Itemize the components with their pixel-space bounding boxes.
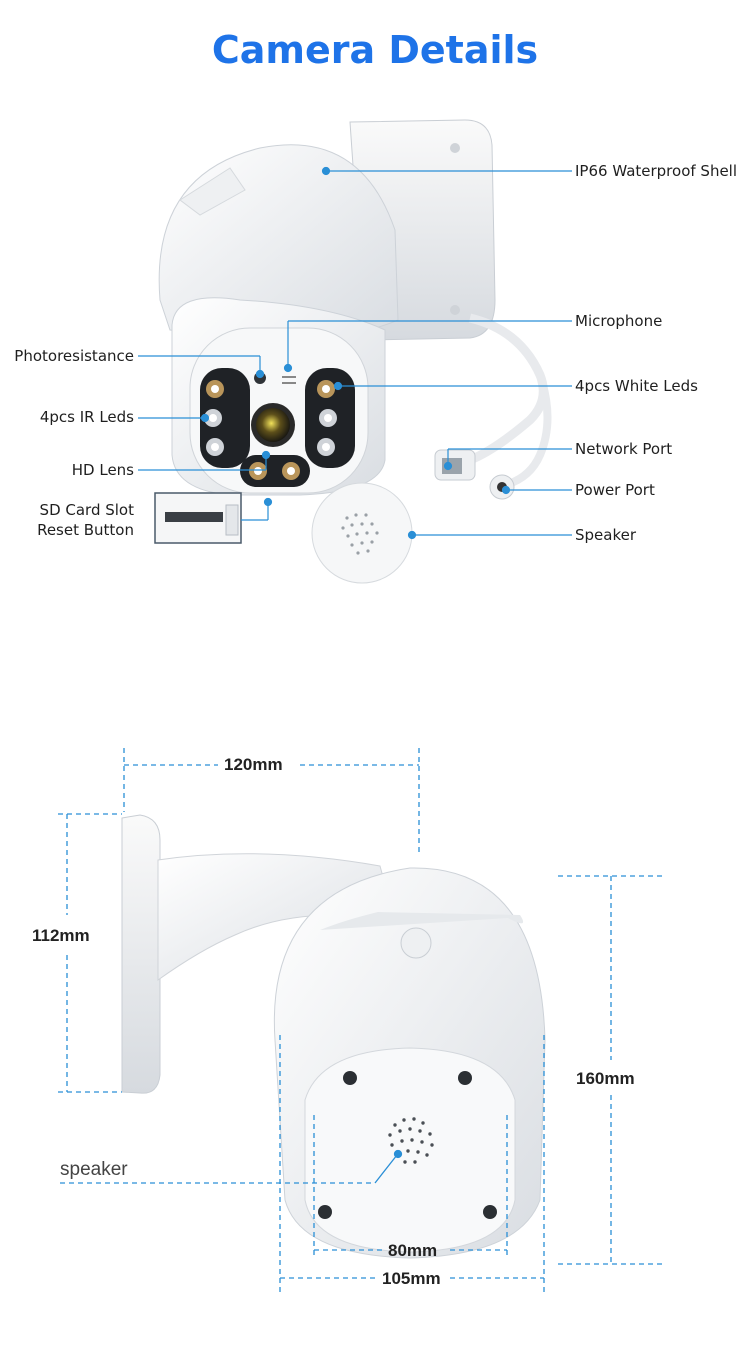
- label-reset-button: Reset Button: [37, 521, 134, 539]
- label-ir-leds: 4pcs IR Leds: [39, 408, 134, 426]
- label-hd-lens: HD Lens: [71, 461, 134, 479]
- dim-speaker-label: speaker: [60, 1159, 128, 1180]
- label-speaker: Speaker: [575, 526, 637, 544]
- label-photoresistance: Photoresistance: [14, 347, 134, 365]
- label-sd-card-slot: SD Card Slot: [39, 501, 134, 519]
- dimension-lines: [58, 748, 665, 1295]
- page-title: Camera Details: [211, 28, 539, 72]
- dim-width-80: 80mm: [388, 1241, 438, 1260]
- label-waterproof-shell: IP66 Waterproof Shell: [575, 162, 738, 180]
- speaker-leader: [374, 1149, 403, 1184]
- dim-height-112: 112mm: [32, 926, 90, 945]
- dim-width-105: 105mm: [382, 1269, 441, 1288]
- dim-height-160: 160mm: [576, 1069, 635, 1088]
- label-white-leds: 4pcs White Leds: [575, 377, 698, 395]
- bottom-camera: [121, 814, 546, 1259]
- label-microphone: Microphone: [575, 312, 663, 330]
- callout-leaders: [138, 166, 572, 540]
- label-network-port: Network Port: [575, 440, 673, 458]
- dim-width-120: 120mm: [224, 755, 283, 774]
- label-power-port: Power Port: [575, 481, 655, 499]
- top-camera: [154, 119, 552, 584]
